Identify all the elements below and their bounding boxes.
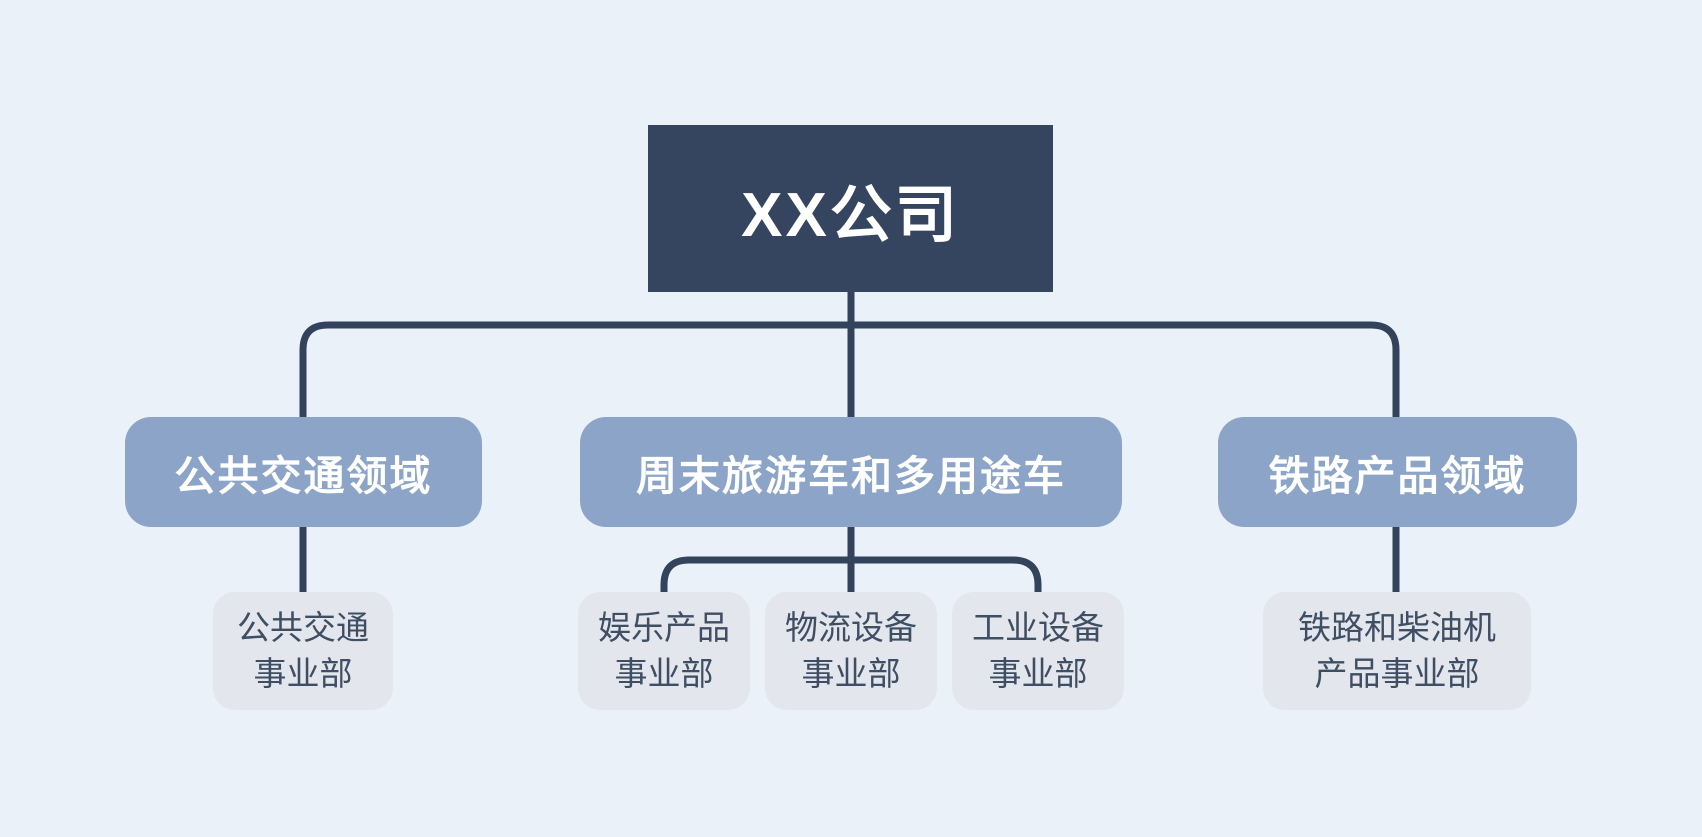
child-node-label: 物流设备 事业部 bbox=[785, 605, 917, 696]
child-node-label-line1: 娱乐产品 bbox=[598, 609, 730, 647]
child-node-logistics-equipment-division: 物流设备 事业部 bbox=[765, 592, 937, 710]
branch-node-label: 铁路产品领域 bbox=[1268, 453, 1527, 499]
child-node-label: 工业设备 事业部 bbox=[972, 605, 1104, 696]
connector-trunk bbox=[299, 321, 1400, 417]
child-node-label: 公共交通 事业部 bbox=[237, 605, 369, 696]
child-node-label-line1: 物流设备 bbox=[785, 609, 917, 647]
branch-node-label: 周末旅游车和多用途车 bbox=[636, 453, 1066, 499]
branch-node-label: 公共交通领域 bbox=[174, 453, 433, 499]
branch-node-public-transport: 公共交通领域 bbox=[125, 417, 482, 527]
child-node-label-line2: 事业部 bbox=[988, 655, 1088, 692]
child-node-label-line2: 事业部 bbox=[614, 655, 714, 692]
child-node-industrial-equipment-division: 工业设备 事业部 bbox=[952, 592, 1124, 710]
child-node-label-line2: 事业部 bbox=[801, 655, 901, 692]
child-node-label: 娱乐产品 事业部 bbox=[598, 605, 730, 696]
root-node-company: XX公司 bbox=[648, 125, 1053, 292]
child-node-public-transport-division: 公共交通 事业部 bbox=[213, 592, 393, 710]
child-node-label-line1: 公共交通 bbox=[237, 609, 369, 647]
child-node-label-line1: 铁路和柴油机 bbox=[1298, 609, 1496, 647]
branch-node-weekend-rv-multipurpose: 周末旅游车和多用途车 bbox=[580, 417, 1122, 527]
root-node-label: XX公司 bbox=[741, 180, 960, 250]
branch-node-railway-products: 铁路产品领域 bbox=[1218, 417, 1577, 527]
child-node-label-line2: 事业部 bbox=[253, 655, 353, 692]
child-node-label: 铁路和柴油机 产品事业部 bbox=[1298, 605, 1496, 696]
child-node-railway-diesel-products-division: 铁路和柴油机 产品事业部 bbox=[1263, 592, 1531, 710]
connector-middle-rail bbox=[660, 556, 1042, 592]
child-node-label-line1: 工业设备 bbox=[972, 609, 1104, 647]
child-node-label-line2: 产品事业部 bbox=[1314, 655, 1480, 692]
child-node-entertainment-products-division: 娱乐产品 事业部 bbox=[578, 592, 750, 710]
